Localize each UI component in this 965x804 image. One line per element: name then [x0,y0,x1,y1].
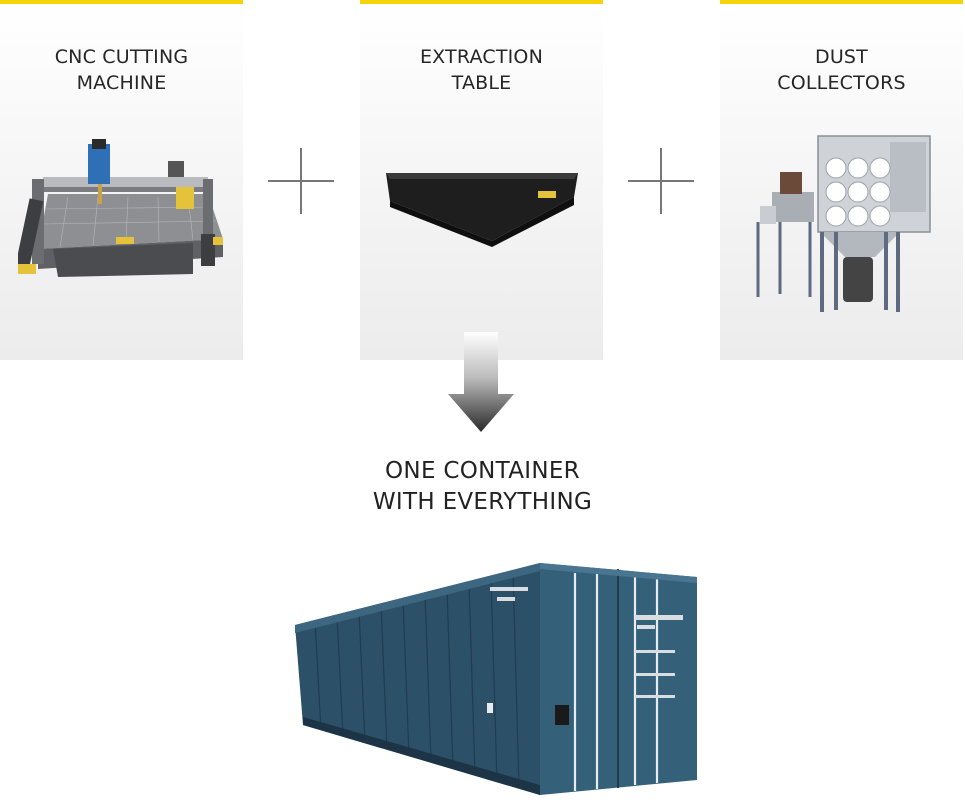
extraction-table-card: EXTRACTION TABLE [360,0,603,360]
card-title: CNC CUTTING MACHINE [54,46,189,94]
plus-icon [628,148,694,214]
down-arrow-icon [448,332,514,432]
dust-collectors-card: DUST COLLECTORS [720,0,963,360]
result-title: ONE CONTAINER WITH EVERYTHING [372,458,593,515]
plus-icon [268,148,334,214]
extraction-table-image [386,173,578,247]
cnc-machine-image [18,139,223,277]
card-title: DUST COLLECTORS [777,46,906,94]
card-title: EXTRACTION TABLE [419,46,544,94]
shipping-container-image [295,563,697,795]
cnc-cutting-machine-card: CNC CUTTING MACHINE [0,0,243,360]
dust-collector-image [756,135,931,312]
